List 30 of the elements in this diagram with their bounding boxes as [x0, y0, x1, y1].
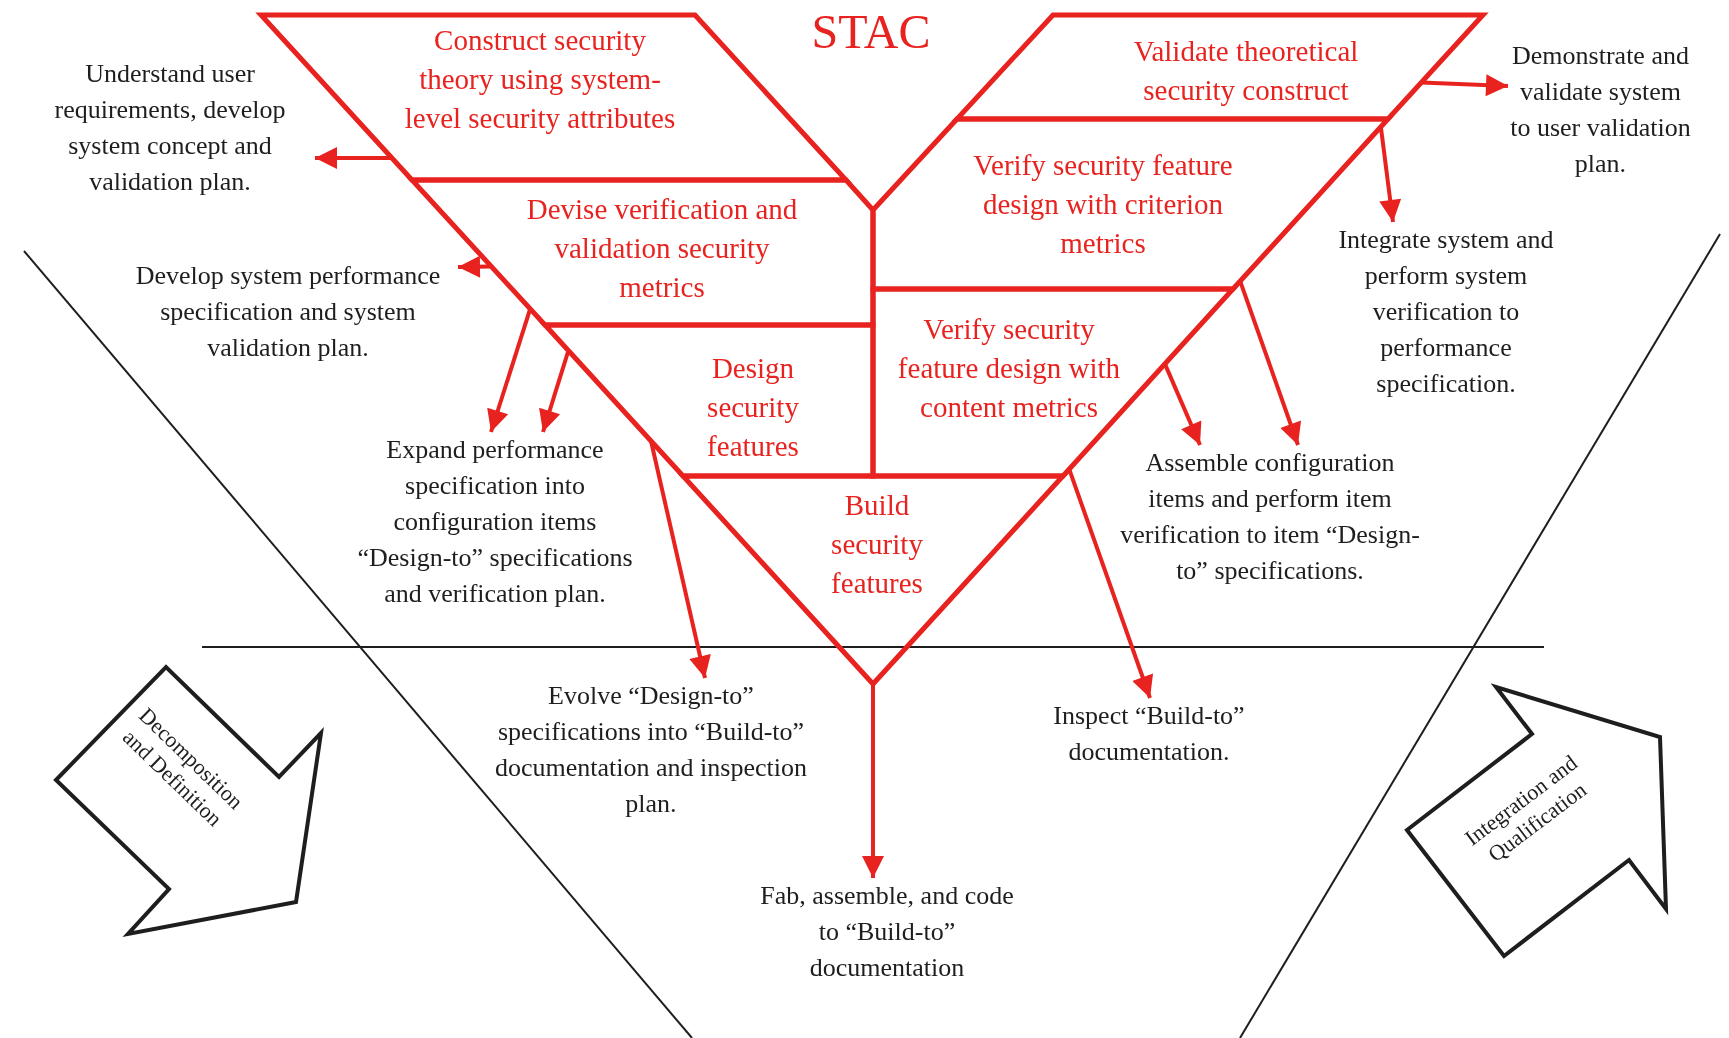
- arrow: [487, 308, 533, 433]
- arrow: [315, 147, 392, 169]
- arrow: [1238, 280, 1302, 446]
- arrow: [1421, 74, 1509, 97]
- arrow: [862, 684, 884, 878]
- v-diagram-section: [680, 473, 1066, 687]
- diagram-title: STAC: [810, 4, 932, 60]
- step-description: Demonstrate and validate system to user validation plan.: [1508, 38, 1693, 182]
- section-label: Devise verification and validation security metrics: [525, 192, 799, 305]
- step-description: Develop system performance specification and system validation plan.: [118, 258, 458, 366]
- arrow: [457, 255, 492, 278]
- block-arrow: [53, 664, 324, 937]
- step-description: Inspect “Build-to” documentation.: [1034, 698, 1264, 770]
- block-arrow: [1404, 684, 1669, 959]
- arrow: [1163, 363, 1202, 446]
- step-description: Evolve “Design-to” specifications into “Build-to” documentation and inspection plan.: [481, 678, 821, 822]
- section-label: Construct security theory using system-level security attributes: [403, 23, 677, 136]
- step-description: Understand user requirements, develop system concept and validation plan.: [25, 56, 315, 200]
- step-description: Fab, assemble, and code to “Build-to” documentation: [757, 878, 1017, 986]
- arrow: [1067, 468, 1154, 699]
- arrow: [1378, 126, 1402, 223]
- section-label: Build security features: [830, 488, 924, 601]
- step-description: Integrate system and perform system verification to performance specification.: [1311, 222, 1581, 402]
- step-description: Expand performance specification into configuration items “Design-to” specifications and verification plan.: [345, 432, 645, 612]
- arrow: [539, 350, 571, 433]
- section-label: Design security features: [706, 351, 800, 464]
- section-label: Verify security feature design with criterion metrics: [972, 148, 1234, 261]
- step-description: Assemble configuration items and perform item verification to item “Design-to” specifications.: [1115, 445, 1425, 589]
- section-label: Verify security feature design with content metrics: [896, 312, 1122, 425]
- section-label: Validate theoretical security construct: [1132, 34, 1360, 108]
